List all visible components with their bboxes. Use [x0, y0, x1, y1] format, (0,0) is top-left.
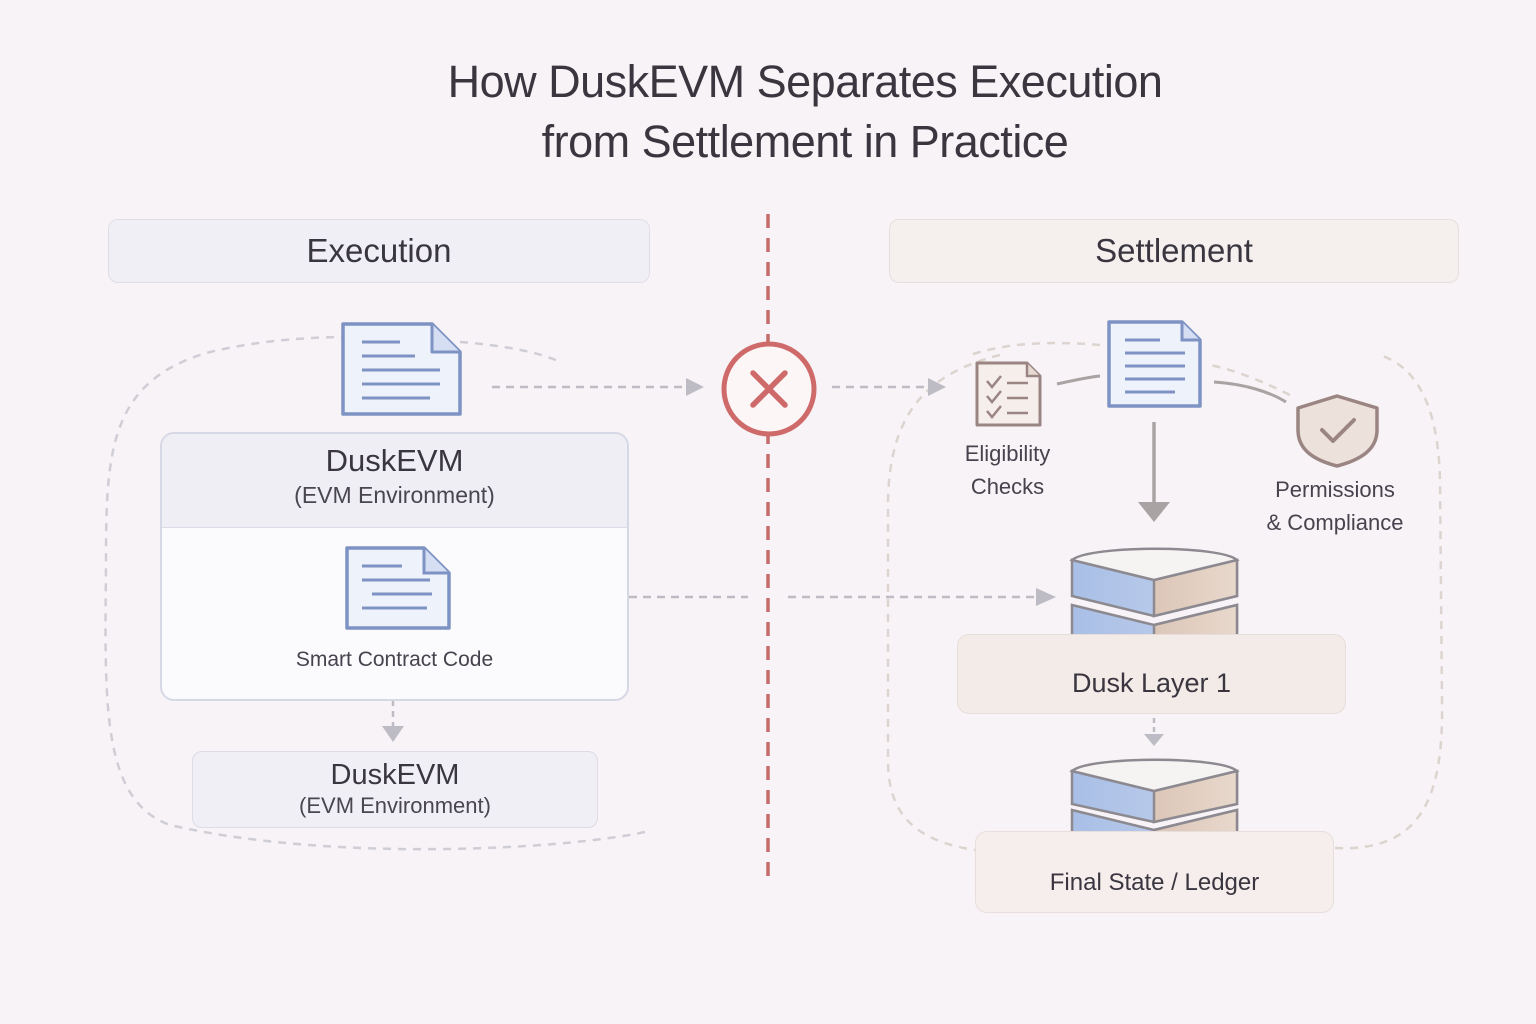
smart-contract-label: Smart Contract Code — [295, 648, 494, 671]
duskevm-environment-box: DuskEVM (EVM Environment) Smart Contract… — [160, 432, 629, 701]
duskevm-output-name: DuskEVM — [330, 759, 460, 791]
duskevm-name: DuskEVM — [325, 443, 464, 478]
shield-check-icon — [1296, 394, 1379, 468]
document-icon — [345, 546, 451, 630]
block-to-settlement-arrow — [832, 378, 946, 396]
layer-to-ledger-arrow — [1144, 718, 1164, 746]
settlement-header: Settlement — [889, 219, 1459, 283]
final-state-ledger-box: Final State / Ledger — [975, 831, 1334, 913]
checklist-icon — [975, 361, 1042, 427]
document-icon — [341, 322, 462, 416]
x-circle-icon — [721, 341, 817, 437]
settlement-region-outline — [886, 341, 1444, 852]
diagram-title: How DuskEVM Separates Execution from Set… — [0, 52, 1536, 172]
execution-region-outline — [104, 334, 646, 851]
duskevm-subtitle: (EVM Environment) — [294, 482, 495, 508]
duskevm-environment-heading: DuskEVM (EVM Environment) — [162, 434, 627, 528]
permissions-connector — [1213, 380, 1287, 404]
checks-connector — [1056, 374, 1101, 386]
execution-header: Execution — [108, 219, 650, 283]
document-to-layer-arrow — [1138, 422, 1170, 522]
document-icon — [1107, 320, 1202, 408]
dusk-layer-1-box: Dusk Layer 1 — [957, 634, 1346, 714]
title-line-2: from Settlement in Practice — [541, 116, 1069, 167]
eligibility-checks-label: Eligibility Checks — [964, 441, 1051, 499]
execution-to-block-arrow — [492, 378, 704, 396]
title-line-1: How DuskEVM Separates Execution — [447, 56, 1163, 107]
duskevm-output-box: DuskEVM (EVM Environment) — [192, 751, 598, 828]
duskevm-output-subtitle: (EVM Environment) — [299, 793, 491, 818]
permissions-compliance-label: Permissions & Compliance — [1266, 477, 1404, 535]
environment-to-output-arrow — [382, 700, 404, 742]
